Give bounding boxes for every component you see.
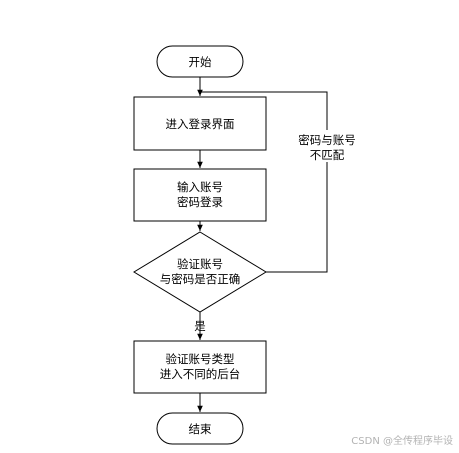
input-account-node: 输入账号 密码登录 [133, 168, 267, 222]
route-label-line2: 进入不同的后台 [160, 367, 241, 381]
end-node: 结束 [156, 412, 244, 445]
watermark: CSDN @全传程序毕设 [351, 436, 453, 447]
end-label: 结束 [189, 422, 212, 436]
verify-label-line1: 验证账号 [177, 257, 223, 271]
start-node: 开始 [156, 45, 244, 78]
route-label-line1: 验证账号类型 [166, 352, 235, 366]
input-account-label-line1: 输入账号 [177, 180, 223, 194]
enter-login-node: 进入登录界面 [133, 96, 267, 151]
edge-mismatch-loop [200, 91, 328, 273]
enter-login-label: 进入登录界面 [166, 117, 235, 131]
yes-label: 是 [194, 319, 206, 333]
verify-decision-node: 验证账号 与密码是否正确 [133, 231, 267, 313]
mismatch-label-line1: 密码与账号 [298, 133, 356, 147]
mismatch-label: 密码与账号 不匹配 [294, 130, 360, 162]
start-label: 开始 [189, 55, 212, 69]
input-account-label-line2: 密码登录 [177, 195, 223, 209]
mismatch-label-line2: 不匹配 [310, 148, 345, 162]
route-by-type-node: 验证账号类型 进入不同的后台 [133, 340, 267, 394]
verify-label-line2: 与密码是否正确 [160, 272, 241, 286]
